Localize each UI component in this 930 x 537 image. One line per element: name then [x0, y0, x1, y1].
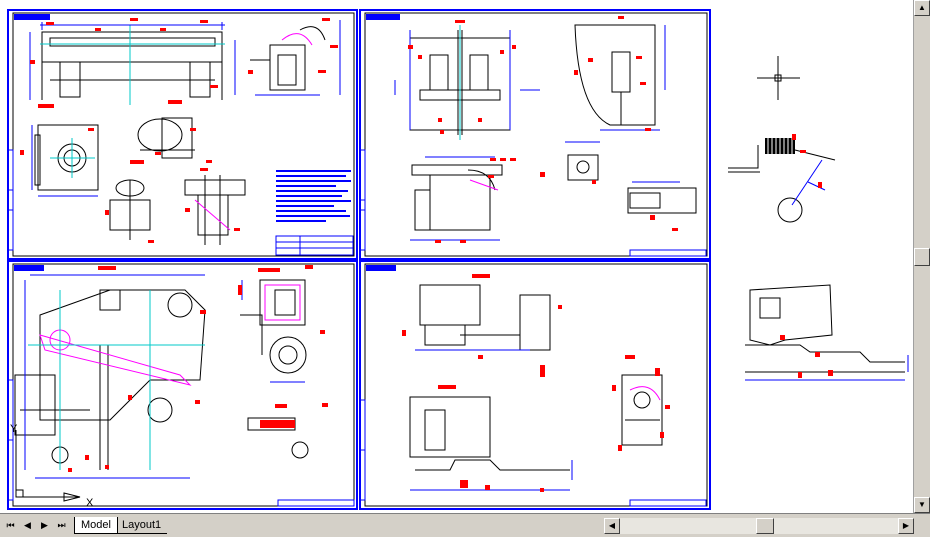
last-tab-button[interactable]: ⏭	[57, 520, 66, 530]
crosshair-icon	[757, 56, 800, 100]
ucs-x-label: X	[86, 497, 94, 509]
first-tab-button[interactable]: ⏮	[6, 520, 15, 530]
tab-layout1[interactable]: Layout1	[116, 517, 168, 534]
spring-detail	[728, 134, 836, 223]
scroll-down-button[interactable]: ▼	[914, 497, 930, 513]
vertical-scrollbar[interactable]: ▲ ▼	[913, 0, 930, 513]
scroll-left-button[interactable]: ◀	[604, 518, 620, 534]
sheet3-drawing: Y X	[10, 265, 328, 509]
layout-tab-bar: ⏮ ◀ ▶ ⏭ Model Layout1 ◀ ▶	[0, 513, 930, 537]
next-tab-button[interactable]: ▶	[41, 520, 48, 530]
side-stamps	[7, 149, 366, 501]
vertical-scroll-thumb[interactable]	[914, 248, 930, 266]
horizontal-scroll-thumb[interactable]	[756, 518, 774, 534]
sheet-header-labels	[14, 14, 400, 271]
title-blocks	[275, 235, 707, 507]
sheet-frames	[7, 9, 711, 510]
drawing-svg: Y X	[7, 9, 909, 510]
sheet4-drawing	[402, 274, 670, 492]
prev-tab-button[interactable]: ◀	[24, 520, 31, 530]
sheet2-drawing	[394, 16, 697, 243]
ucs-icon	[15, 430, 81, 502]
scroll-right-button[interactable]: ▶	[898, 518, 914, 534]
tab-model[interactable]: Model	[74, 517, 118, 534]
ucs-y-label: Y	[10, 423, 18, 435]
sheet1-drawing	[20, 18, 351, 245]
sheet-inner-frames	[12, 12, 708, 507]
drawing-canvas[interactable]: Y X	[0, 0, 913, 513]
horizontal-scrollbar[interactable]: ◀ ▶	[604, 518, 914, 534]
scroll-up-button[interactable]: ▲	[914, 0, 930, 16]
housing-detail	[745, 284, 909, 381]
